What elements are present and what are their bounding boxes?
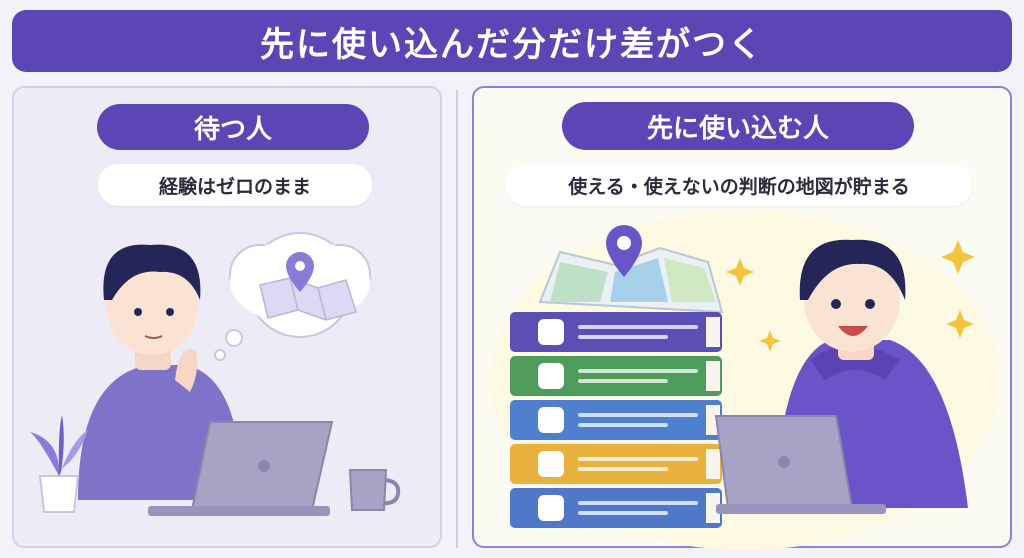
book bbox=[510, 444, 722, 484]
left-caption-pill: 経験はゼロのまま bbox=[98, 164, 372, 206]
book bbox=[510, 400, 722, 440]
book bbox=[510, 312, 722, 352]
panel-divider bbox=[456, 90, 458, 548]
left-caption: 経験はゼロのまま bbox=[158, 175, 311, 198]
left-heading-pill: 待つ人 bbox=[97, 104, 369, 150]
map-icon bbox=[538, 246, 724, 314]
map-pin-icon bbox=[606, 225, 642, 277]
right-caption: 使える・使えないの判断の地図が貯まる bbox=[568, 175, 910, 198]
right-heading: 先に使い込む人 bbox=[646, 113, 829, 144]
right-heading-pill: 先に使い込む人 bbox=[562, 102, 914, 150]
laptop-icon bbox=[714, 415, 886, 514]
user-icon bbox=[538, 495, 564, 521]
book-stack-icon bbox=[510, 312, 722, 528]
left-heading: 待つ人 bbox=[193, 114, 272, 145]
map-pin-icon bbox=[286, 252, 314, 292]
right-caption-pill: 使える・使えないの判断の地図が貯まる bbox=[506, 164, 972, 206]
header-banner: 先に使い込んだ分だけ差がつく bbox=[12, 10, 1012, 72]
sparkle-icon bbox=[726, 240, 975, 352]
ticket-icon bbox=[538, 451, 564, 477]
mug-icon bbox=[348, 469, 401, 511]
thought-bubble-icon bbox=[214, 232, 371, 361]
laptop-icon bbox=[148, 421, 334, 516]
location-icon bbox=[538, 363, 564, 389]
calendar-icon bbox=[538, 407, 564, 433]
book bbox=[510, 356, 722, 396]
page-title: 先に使い込んだ分だけ差がつく bbox=[260, 24, 764, 65]
plant-icon bbox=[30, 415, 88, 513]
chat-bubble-icon bbox=[538, 319, 564, 345]
book bbox=[510, 488, 722, 528]
